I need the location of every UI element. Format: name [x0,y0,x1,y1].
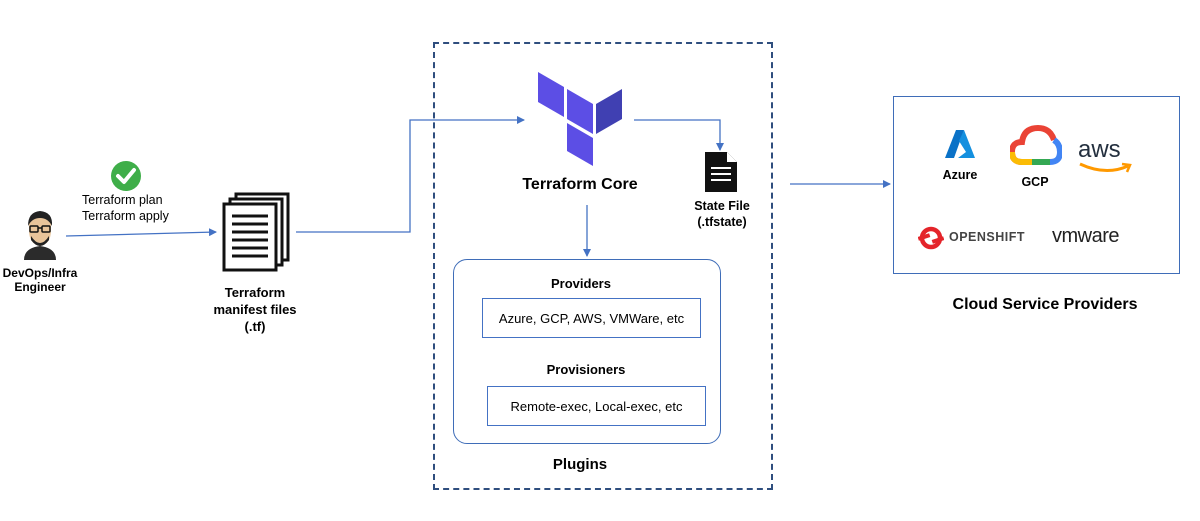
arrow-manifest-to-core [296,116,525,233]
manifest-label-line1: Terraform [224,285,286,300]
command-plan: Terraform plan [82,193,163,207]
engineer-label-line2: Engineer [14,280,66,294]
arrow-user-to-manifest [65,228,217,237]
state-file-icon [705,152,737,197]
terraform-logo-icon [538,72,622,171]
engineer-avatar-icon [20,210,60,265]
manifest-label-line2: manifest files [213,302,297,317]
aws-smile-icon [1079,162,1132,173]
state-file-label-line1: State File [694,199,750,213]
engineer-label: DevOps/Infra Engineer [0,266,80,294]
terraform-commands: Terraform plan Terraform apply [82,192,169,224]
vmware-label: vmware [1052,225,1120,247]
azure-label: Azure [942,168,978,182]
check-icon [110,160,142,197]
gcp-logo-icon [1008,124,1064,171]
openshift-logo-icon [917,226,945,255]
state-file-label: State File (.tfstate) [680,198,764,230]
terraform-core-label: Terraform Core [522,176,638,193]
terraform-boundary [433,42,773,490]
provisioners-box: Remote-exec, Local-exec, etc [487,386,706,426]
provisioners-content: Remote-exec, Local-exec, etc [510,398,683,414]
engineer-label-line1: DevOps/Infra [2,266,78,280]
arrow-core-to-state [634,119,724,151]
command-apply: Terraform apply [82,209,169,223]
plugins-label: Plugins [552,456,608,473]
openshift-label: OPENSHIFT [949,230,1026,244]
providers-box: Azure, GCP, AWS, VMWare, etc [482,298,701,338]
providers-content: Azure, GCP, AWS, VMWare, etc [498,310,685,326]
azure-logo-icon [944,128,976,165]
manifest-label: Terraform manifest files (.tf) [200,284,310,335]
aws-text: aws [1078,136,1121,163]
providers-title: Providers [551,276,611,291]
provisioners-title: Provisioners [546,362,626,377]
plugins-container [453,259,721,444]
cloud-providers-box [893,96,1180,274]
manifest-label-line3: (.tf) [244,319,266,334]
manifest-files-icon [220,192,292,277]
aws-logo: aws [1078,138,1138,178]
gcp-label: GCP [1021,175,1049,189]
cloud-providers-label: Cloud Service Providers [952,296,1138,313]
state-file-label-line2: (.tfstate) [697,215,747,229]
